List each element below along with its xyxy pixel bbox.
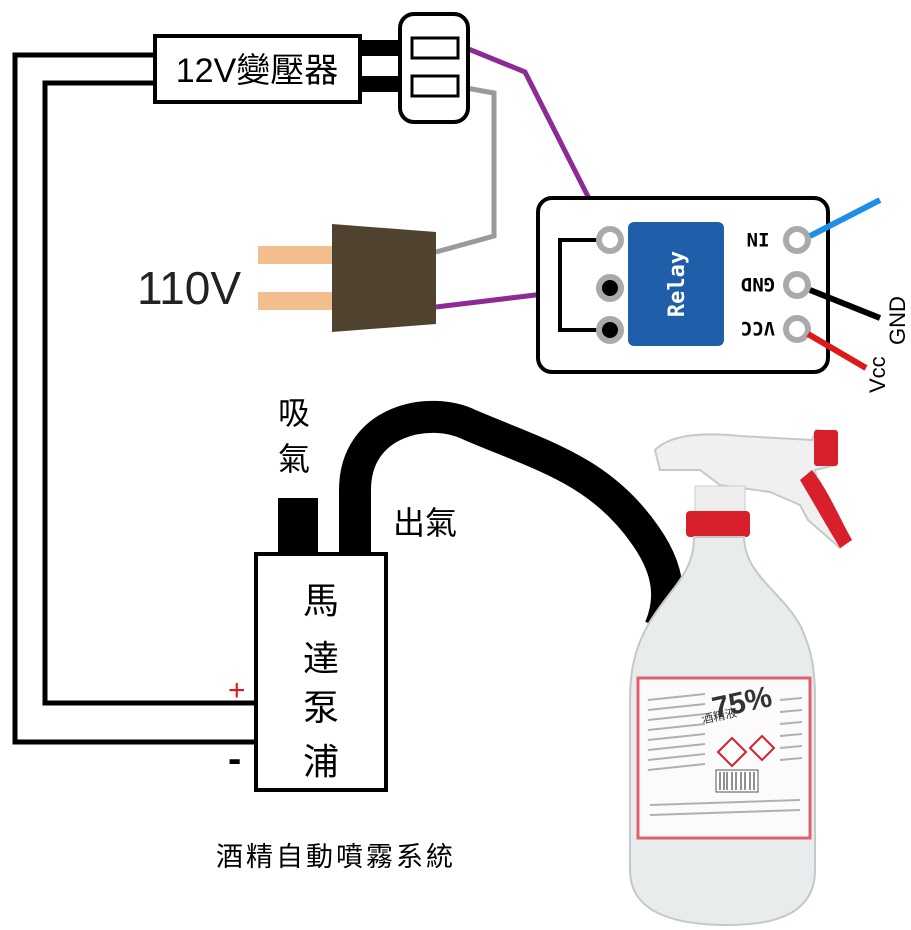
neck <box>694 485 746 515</box>
gnd-wire-label: GND <box>885 296 910 345</box>
transformer-prong-top <box>360 40 408 56</box>
wire-gray-outlet-plug <box>435 85 497 255</box>
transformer-prong-bottom <box>360 76 408 92</box>
pin-gnd <box>783 271 811 299</box>
nozzle <box>814 430 838 466</box>
pump-label-1: 馬 <box>303 580 339 621</box>
relay-chip <box>628 222 724 346</box>
pin-label-gnd: GND <box>741 273 775 295</box>
label-small: 酒精液 <box>700 705 738 727</box>
intake-port <box>278 498 318 556</box>
relay-module: Relay IN GND VCC <box>536 196 830 374</box>
transformer-label: 12V變壓器 <box>176 52 339 90</box>
relay-bracket-left <box>558 238 600 332</box>
plug-prong-bottom <box>258 292 338 310</box>
red-collar <box>686 511 750 537</box>
hazard-diamond-2 <box>748 734 776 762</box>
pump-body <box>254 552 388 792</box>
motor-pump: 吸 氣 出氣 馬 達 泵 浦 + - <box>228 395 684 792</box>
diagram-caption: 酒精自動噴霧系統 <box>216 842 456 873</box>
barcode <box>715 769 759 793</box>
pin-vcc <box>783 315 811 343</box>
minus-label: - <box>228 737 241 781</box>
wire-blue-in <box>808 197 882 239</box>
mains-plug: 110V <box>137 224 436 332</box>
pin-in <box>783 226 811 254</box>
plus-label: + <box>228 674 246 707</box>
wall-outlet <box>398 12 470 124</box>
plug-body <box>332 224 436 332</box>
pump-label-3: 泵 <box>303 687 339 728</box>
wire-black-gnd <box>808 287 882 321</box>
wire-plus <box>42 80 255 706</box>
wire-purple-outlet-relay <box>465 45 611 238</box>
pin-label-vcc: VCC <box>741 317 775 339</box>
mains-label: 110V <box>137 262 241 314</box>
pin-label-in: IN <box>747 228 770 250</box>
pump-label-4: 浦 <box>303 741 339 782</box>
pump-label-2: 達 <box>303 638 339 679</box>
outlet-label: 出氣 <box>393 505 457 541</box>
wire-red-vcc <box>806 331 868 371</box>
plug-prong-top <box>258 246 338 264</box>
spray-bottle: 75% 酒精液 <box>629 428 852 927</box>
trigger <box>800 470 852 548</box>
outlet-hose <box>339 400 684 635</box>
relay-title: Relay <box>665 251 690 317</box>
wire-minus <box>12 52 255 745</box>
intake-label-1: 吸 <box>278 395 310 431</box>
power-wires <box>12 52 255 745</box>
vcc-wire-label: Vcc <box>865 356 890 393</box>
intake-label-2: 氣 <box>278 441 310 477</box>
hazard-diamond <box>716 736 748 768</box>
transformer-box <box>153 34 362 104</box>
transformer: 12V變壓器 <box>153 34 408 104</box>
